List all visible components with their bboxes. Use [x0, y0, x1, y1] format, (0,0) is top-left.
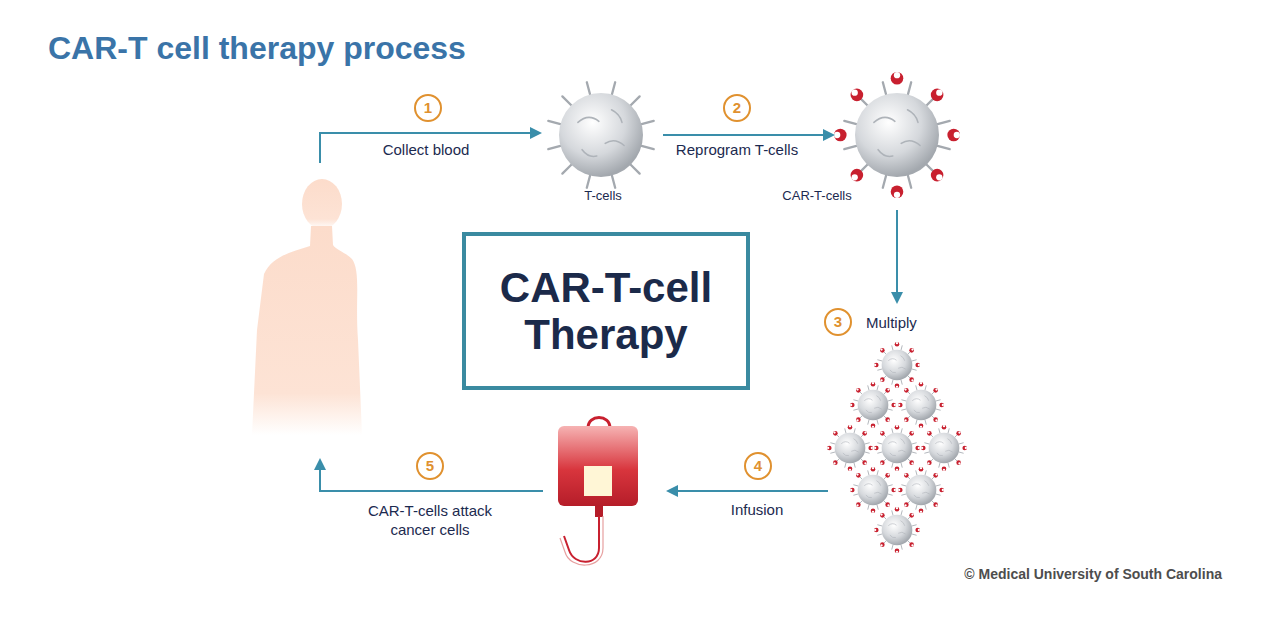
- person-silhouette: [252, 179, 362, 435]
- car-t-cell-shape: [834, 72, 960, 198]
- step-label: Infusion: [731, 501, 784, 520]
- diagram-title: CAR-T cell therapy process: [48, 30, 466, 67]
- iv-bag: [558, 418, 638, 566]
- step-label: Collect blood: [383, 141, 470, 160]
- multiplied-cells: [827, 342, 967, 553]
- callout-number: 5: [416, 452, 444, 480]
- therapy-box: CAR-T-cell Therapy: [462, 232, 750, 390]
- flow-connector: [663, 129, 835, 141]
- callout-number: 4: [744, 452, 772, 480]
- t-cell: T-cells: [559, 93, 643, 177]
- callout-number: 2: [723, 94, 751, 122]
- copyright-note: © Medical University of South Carolina: [964, 566, 1222, 584]
- t-cell-shape: [538, 72, 664, 198]
- cell-caption: T-cells: [584, 188, 622, 203]
- car-t-cell: CAR-T-cells: [855, 93, 939, 177]
- callout-number: 1: [414, 94, 442, 122]
- cell-caption: CAR-T-cells: [782, 188, 851, 203]
- callout-number: 3: [824, 308, 852, 336]
- step-label: Multiply: [866, 314, 917, 333]
- step-label: CAR-T-cells attack cancer cells: [345, 502, 515, 540]
- box-text: CAR-T-cell Therapy: [481, 264, 731, 358]
- edge-label: Reprogram T-cells: [676, 141, 798, 160]
